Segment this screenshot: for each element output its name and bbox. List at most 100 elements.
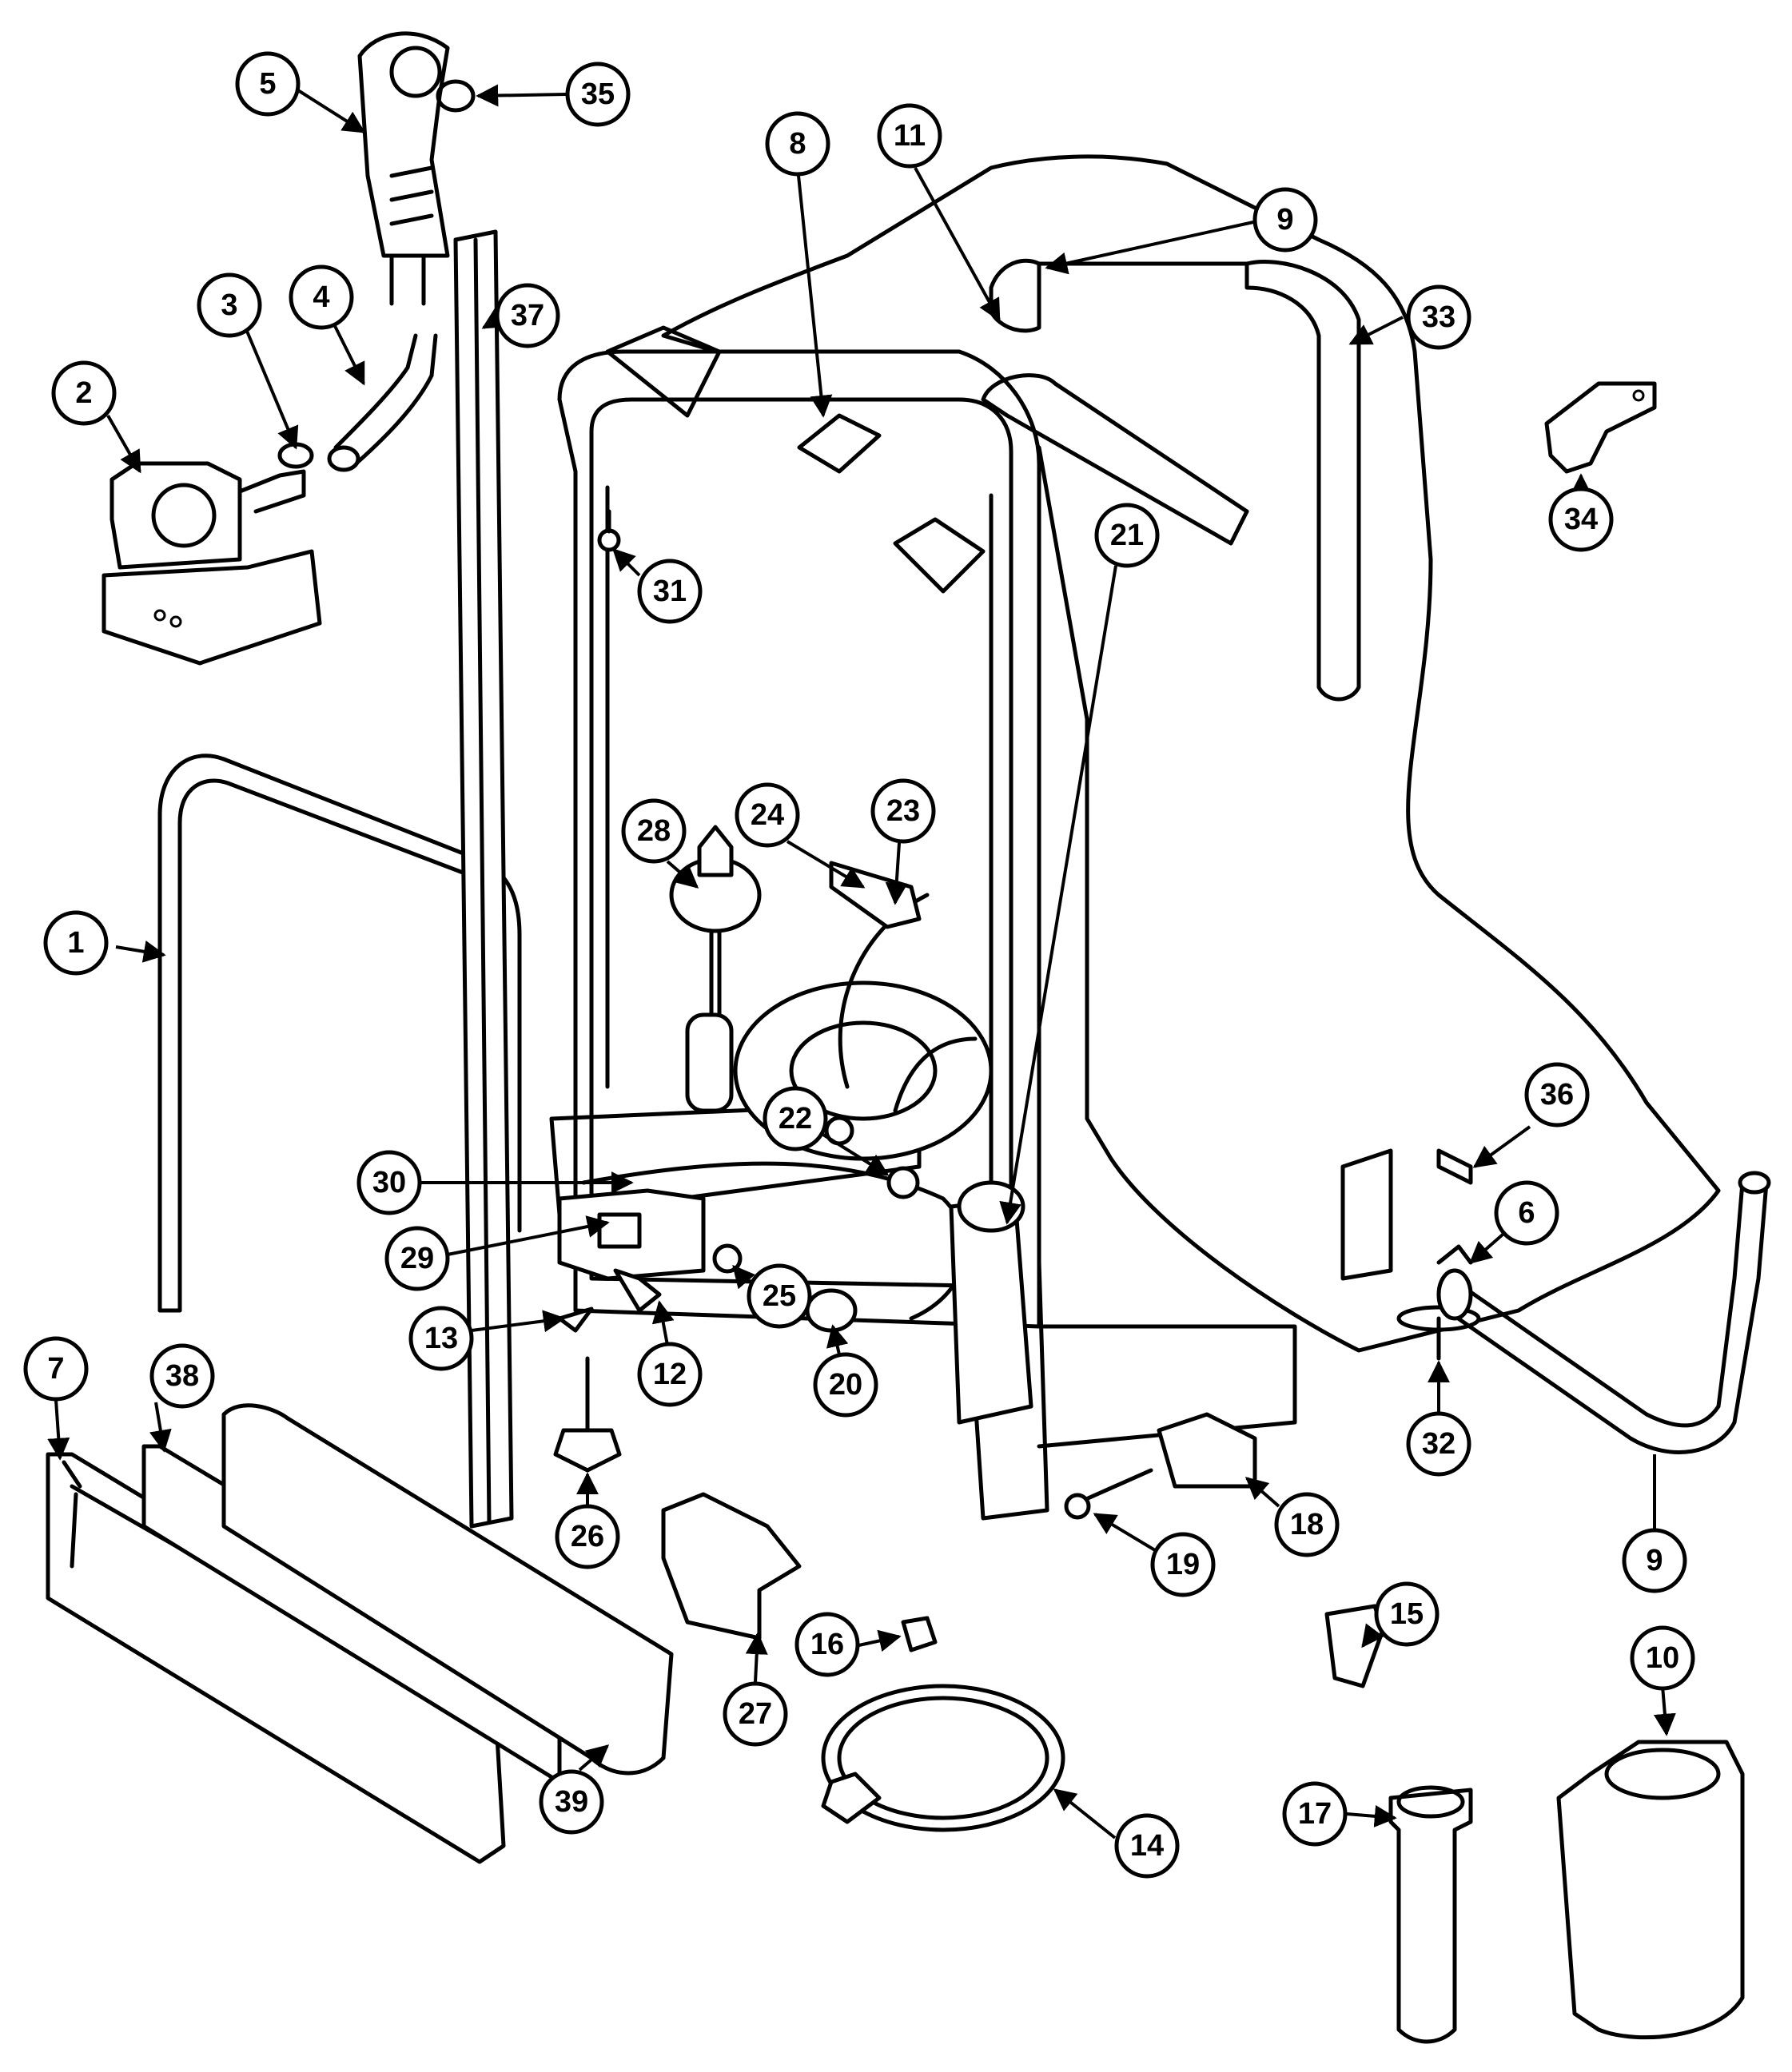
leveling-leg-26: [553, 1356, 622, 1473]
callout-39: 39: [539, 1769, 604, 1835]
svg-text:7: 7: [47, 1352, 64, 1386]
part-16: [901, 1616, 938, 1652]
fill-valve-2: [102, 461, 322, 666]
side-seal-37: [453, 229, 514, 1529]
svg-text:23: 23: [886, 794, 920, 828]
svg-text:31: 31: [653, 575, 687, 608]
callout-37: 37: [495, 283, 560, 348]
callout-13: 13: [408, 1306, 474, 1371]
drain-hose-9: [1444, 1171, 1771, 1454]
svg-text:22: 22: [779, 1102, 812, 1135]
filter-17: [1388, 1785, 1473, 2044]
svg-text:34: 34: [1564, 503, 1598, 536]
callout-33: 33: [1406, 284, 1471, 350]
callout-21: 21: [1094, 503, 1160, 568]
callout-34: 34: [1548, 487, 1614, 552]
callout-31: 31: [637, 559, 703, 624]
callout-7: 7: [23, 1336, 89, 1402]
callout-5: 5: [235, 51, 301, 117]
callout-10: 10: [1630, 1625, 1695, 1691]
svg-text:5: 5: [259, 67, 276, 101]
svg-text:8: 8: [789, 127, 806, 161]
callouts: 1 2 3 4 5 6 7 8 9 9 10 11 12 13 14 15 16…: [23, 51, 1695, 1879]
callout-12: 12: [637, 1342, 703, 1407]
callout-3: 3: [197, 272, 262, 338]
callout-9-upper: 9: [1252, 187, 1318, 253]
svg-text:10: 10: [1646, 1641, 1679, 1675]
callout-15: 15: [1374, 1581, 1440, 1647]
svg-text:30: 30: [372, 1166, 406, 1199]
svg-text:14: 14: [1130, 1829, 1164, 1863]
svg-text:13: 13: [424, 1322, 458, 1355]
clamp-6: [1436, 1244, 1473, 1321]
svg-text:1: 1: [67, 926, 84, 960]
svg-text:15: 15: [1390, 1597, 1424, 1631]
callout-14: 14: [1114, 1813, 1180, 1879]
svg-text:19: 19: [1166, 1548, 1200, 1581]
svg-text:28: 28: [637, 814, 671, 848]
guard-10: [1556, 1740, 1745, 2040]
clip-34: [1544, 381, 1657, 474]
wash-pump-housing: [949, 1180, 1033, 1425]
svg-text:2: 2: [75, 376, 92, 410]
bracket-18: [1157, 1412, 1257, 1489]
foot-32: [1396, 1305, 1481, 1361]
small-parts: [557, 1116, 920, 1333]
callout-16: 16: [794, 1612, 860, 1677]
callout-18: 18: [1274, 1492, 1340, 1557]
callout-19: 19: [1150, 1532, 1216, 1597]
svg-text:33: 33: [1422, 300, 1456, 334]
svg-text:39: 39: [555, 1785, 588, 1819]
svg-text:12: 12: [653, 1358, 687, 1391]
callout-8: 8: [765, 111, 830, 177]
svg-text:24: 24: [751, 798, 784, 832]
ring-14: [821, 1684, 1065, 1832]
hose-clamp-3: [277, 442, 314, 469]
svg-text:4: 4: [313, 280, 329, 314]
callout-27: 27: [723, 1681, 788, 1747]
svg-text:9: 9: [1276, 203, 1293, 237]
svg-text:35: 35: [581, 78, 615, 111]
callout-24: 24: [735, 782, 800, 848]
screw-31: [597, 509, 621, 552]
svg-text:16: 16: [810, 1628, 844, 1661]
callout-35: 35: [565, 62, 631, 127]
svg-text:37: 37: [511, 299, 544, 332]
callout-28: 28: [621, 798, 687, 864]
svg-text:17: 17: [1298, 1797, 1332, 1831]
clip-36: [1436, 1148, 1473, 1185]
callout-9-lower: 9: [1622, 1528, 1687, 1593]
svg-text:32: 32: [1422, 1427, 1456, 1461]
svg-text:3: 3: [221, 288, 237, 322]
callout-17: 17: [1282, 1781, 1348, 1847]
callout-1: 1: [43, 910, 109, 976]
svg-text:6: 6: [1518, 1196, 1535, 1230]
fill-hose-4: [327, 333, 438, 472]
svg-text:36: 36: [1540, 1078, 1574, 1112]
svg-text:27: 27: [739, 1697, 772, 1731]
callout-30: 30: [356, 1150, 422, 1215]
callout-20: 20: [813, 1352, 878, 1418]
callout-32: 32: [1406, 1411, 1471, 1477]
callout-11: 11: [877, 103, 942, 169]
callout-26: 26: [555, 1504, 620, 1569]
svg-text:11: 11: [894, 119, 926, 153]
svg-text:25: 25: [763, 1279, 796, 1313]
callout-23: 23: [870, 778, 936, 844]
svg-text:26: 26: [571, 1520, 604, 1553]
screw-19: [1064, 1468, 1153, 1520]
callout-6: 6: [1494, 1180, 1559, 1246]
callout-36: 36: [1524, 1062, 1590, 1127]
svg-text:29: 29: [400, 1242, 434, 1275]
svg-text:9: 9: [1646, 1544, 1663, 1577]
svg-text:38: 38: [165, 1359, 199, 1393]
svg-text:18: 18: [1290, 1508, 1324, 1541]
callout-22: 22: [763, 1086, 828, 1151]
callout-29: 29: [384, 1226, 450, 1291]
svg-text:21: 21: [1110, 519, 1144, 552]
callout-38: 38: [149, 1343, 215, 1409]
fill-funnel-5: [357, 31, 450, 306]
tub-wrap: [661, 154, 1721, 1353]
cap-15: [1324, 1604, 1385, 1688]
callout-4: 4: [289, 264, 354, 330]
